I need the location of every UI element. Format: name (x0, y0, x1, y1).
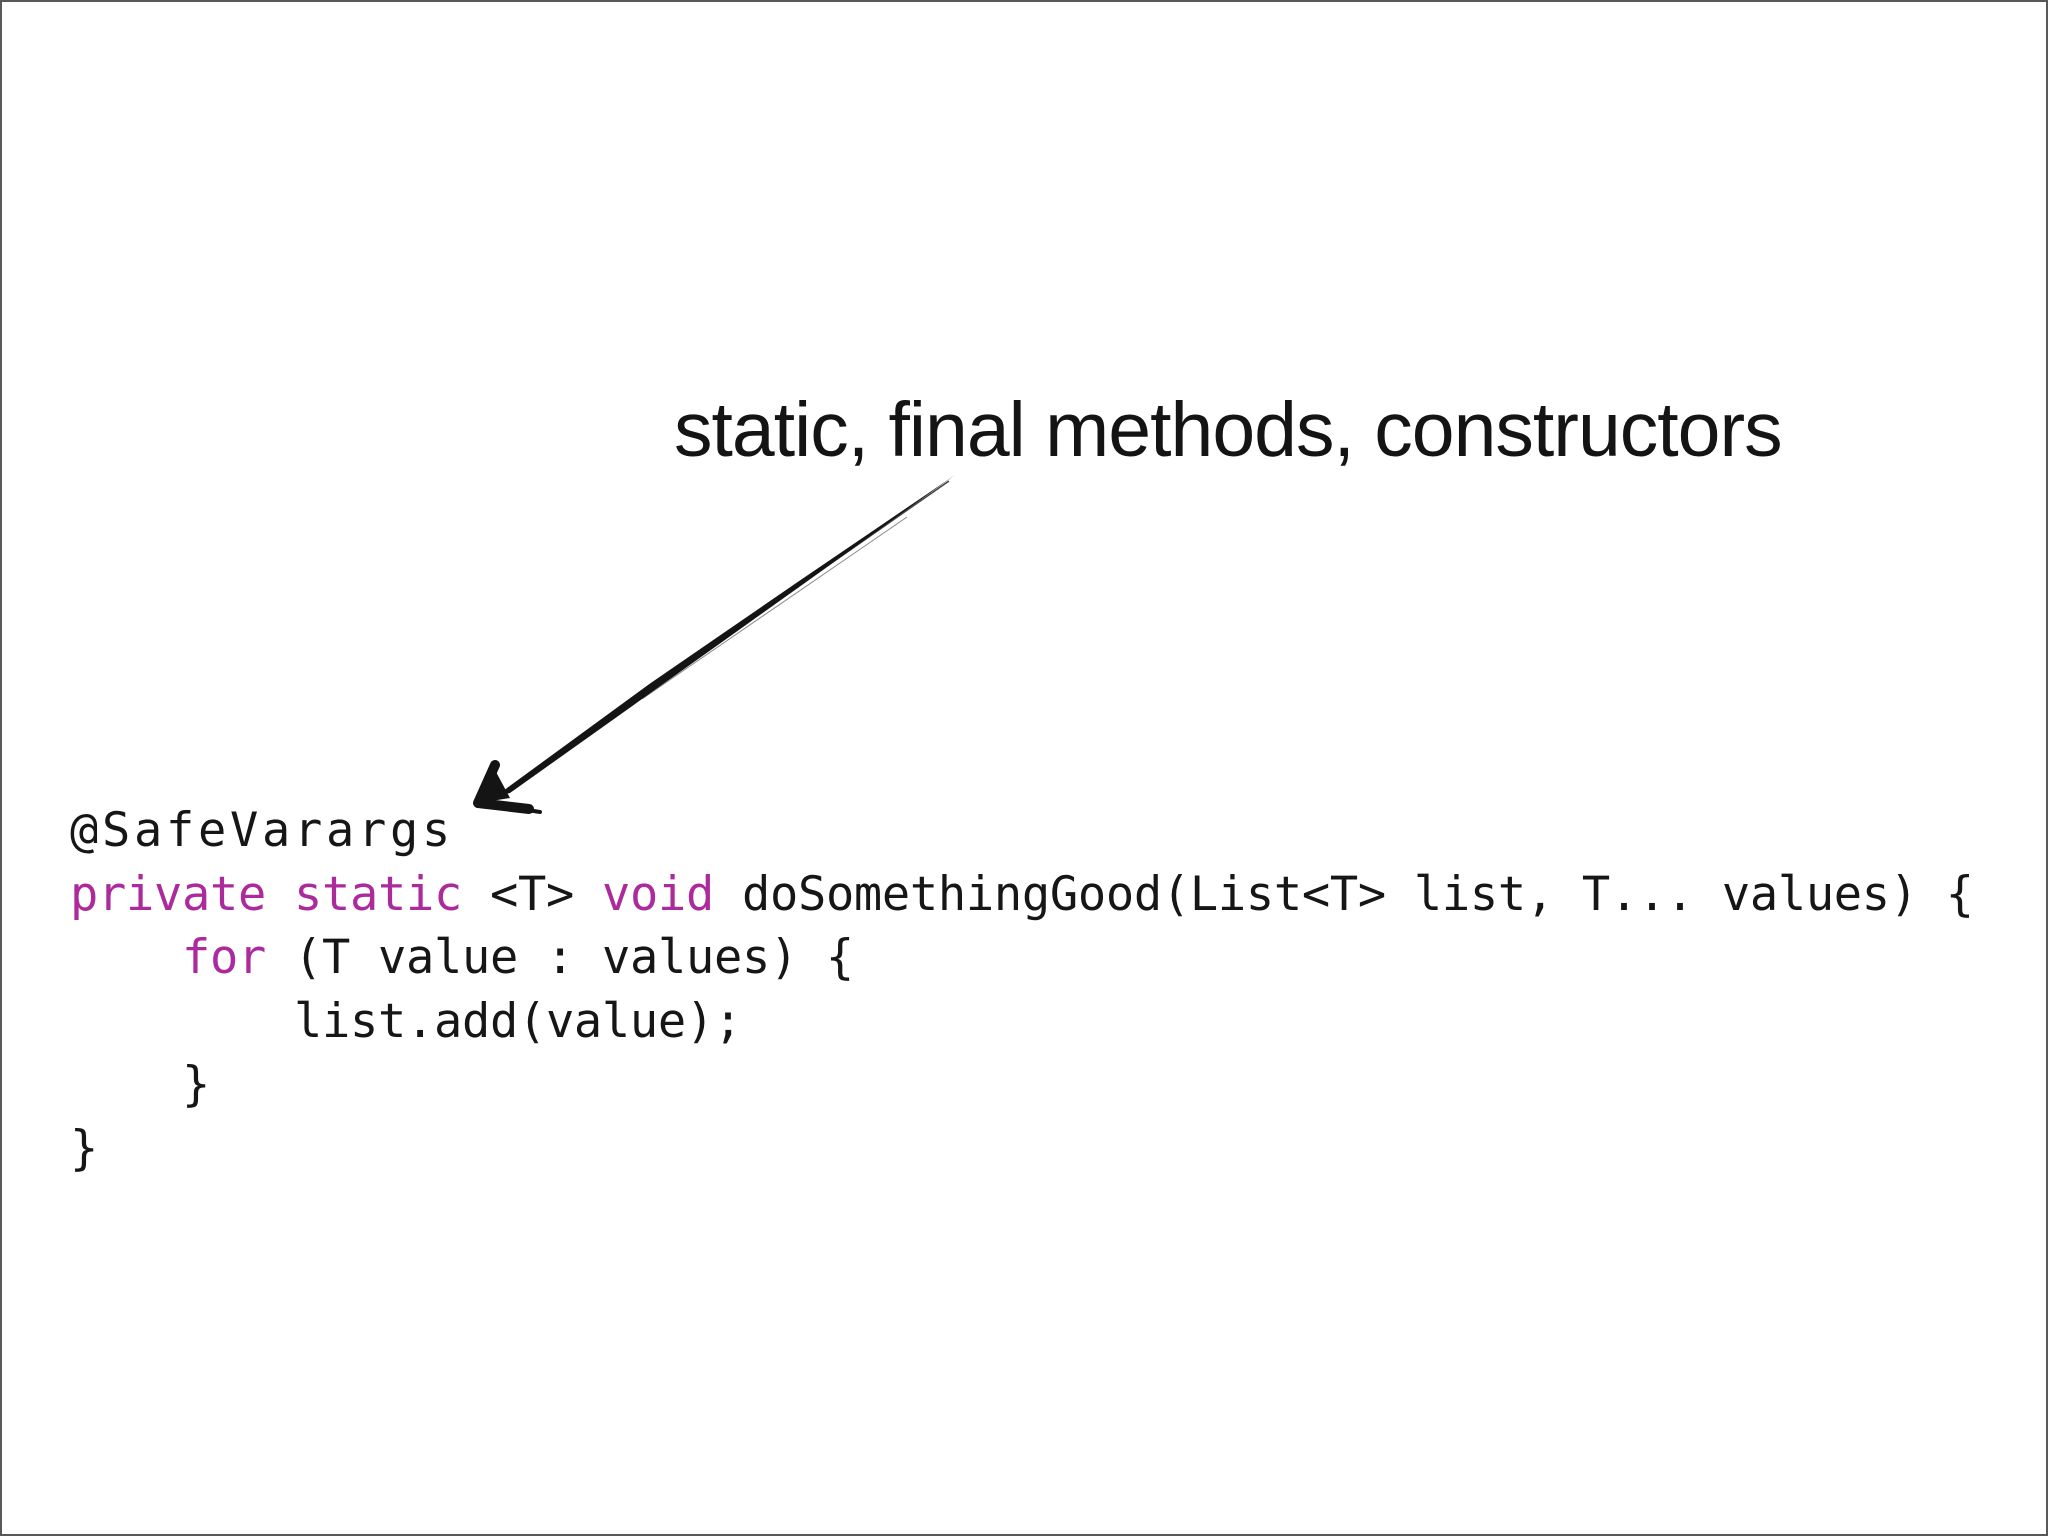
token-keyword: for (182, 930, 266, 985)
token-keyword: static (293, 866, 462, 922)
token-plain: list.add(value); (70, 993, 742, 1049)
code-line: for (T value : values) { (70, 926, 1974, 990)
token-plain: <T> (461, 866, 602, 922)
token-keyword: private (70, 866, 266, 922)
token-plain: @SafeVarargs (70, 803, 454, 858)
code-line: private static <T> void doSomethingGood(… (70, 863, 1974, 927)
token-plain: (T value : values) { (266, 930, 854, 985)
token-plain: } (70, 1120, 98, 1176)
token-keyword: void (601, 866, 714, 922)
code-line: } (70, 1053, 1974, 1117)
token-plain (266, 867, 294, 922)
annotation-label: static, final methods, constructors (674, 387, 1783, 473)
token-plain (70, 930, 182, 985)
code-line: list.add(value); (70, 990, 1974, 1054)
code-line: } (70, 1117, 1974, 1181)
token-plain: doSomethingGood(List<T> list, T... value… (713, 866, 1974, 922)
code-line: @SafeVarargs (70, 799, 1974, 863)
token-plain: } (70, 1057, 210, 1112)
